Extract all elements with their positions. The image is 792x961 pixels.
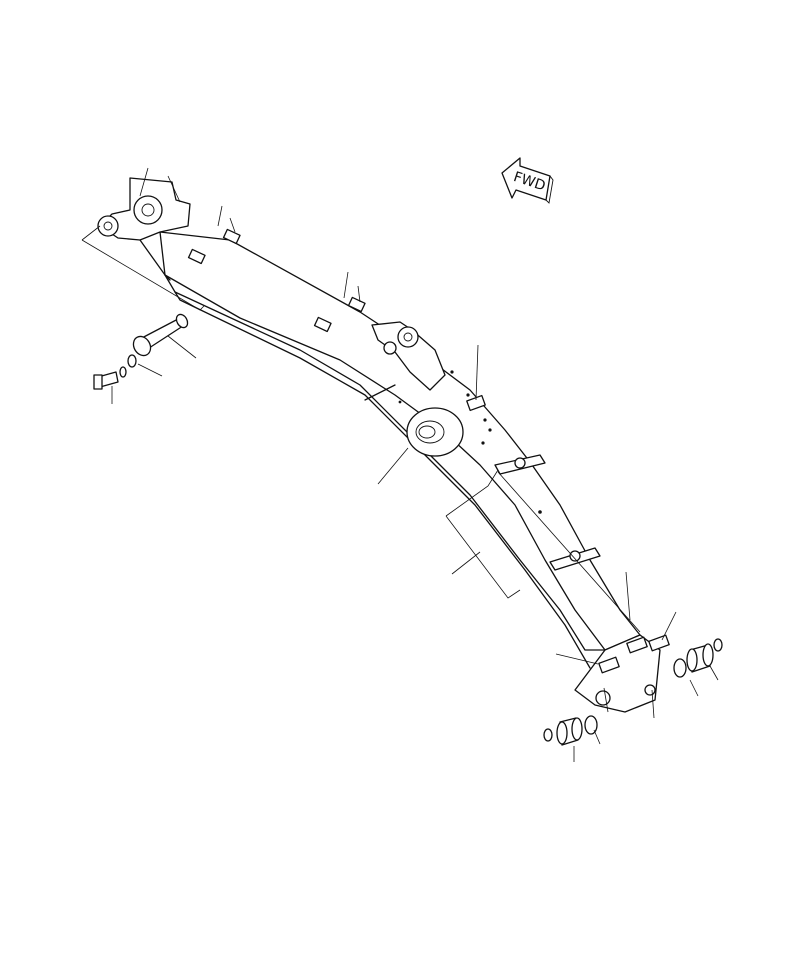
clamp-4	[494, 454, 546, 475]
leader-lines	[81, 167, 719, 762]
clamp-3	[466, 394, 486, 412]
boom-body	[97, 177, 661, 713]
foot-pin-assembly	[93, 313, 189, 390]
bushings	[543, 638, 723, 746]
clamp-1	[187, 228, 241, 265]
clamp-6	[598, 634, 670, 674]
fwd-arrow-icon: FWD	[501, 157, 554, 204]
clamp-2	[313, 296, 366, 333]
